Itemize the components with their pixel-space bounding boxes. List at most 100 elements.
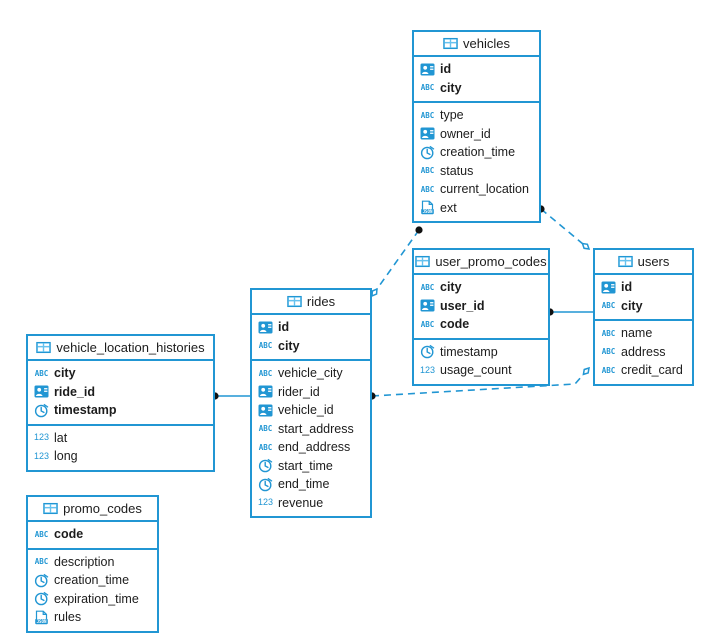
entity-header[interactable]: vehicle_location_histories	[28, 336, 213, 361]
field-label: timestamp	[54, 403, 117, 417]
field-label: rider_id	[278, 384, 320, 399]
entity-title: rides	[306, 294, 336, 309]
entity-title: users	[637, 254, 670, 269]
field-row[interactable]: 123 long	[28, 447, 213, 466]
contact-card-icon	[420, 126, 435, 141]
field-row[interactable]: start_time	[252, 457, 370, 476]
key-field-row[interactable]: id	[252, 318, 370, 337]
field-row[interactable]: owner_id	[414, 125, 539, 144]
entity-title: vehicles	[463, 36, 510, 51]
abc-text-icon: ABC	[420, 184, 435, 194]
field-label: timestamp	[440, 344, 498, 359]
field-label: id	[278, 320, 290, 334]
clock-icon	[34, 573, 49, 588]
key-field-row[interactable]: id	[414, 60, 539, 79]
field-label: address	[621, 344, 666, 359]
field-row[interactable]: rider_id	[252, 383, 370, 402]
clock-icon	[258, 458, 273, 473]
key-field-row[interactable]: id	[595, 278, 692, 297]
field-label: current_location	[440, 182, 529, 196]
field-label: revenue	[278, 495, 324, 510]
field-row[interactable]: end_time	[252, 475, 370, 494]
table-grid-icon	[443, 36, 458, 51]
field-label: credit_card	[621, 363, 683, 377]
table-grid-icon	[617, 254, 633, 269]
field-row[interactable]: JSON ext	[414, 199, 539, 218]
field-label: long	[54, 449, 78, 463]
clock-icon	[420, 344, 435, 359]
key-field-row[interactable]: ride_id	[28, 383, 213, 402]
entity-header[interactable]: users	[595, 250, 692, 275]
table-grid-icon	[287, 294, 302, 309]
abc-text-icon: ABC	[420, 110, 435, 120]
entity-header[interactable]: vehicles	[414, 32, 539, 57]
key-field-row[interactable]: user_id	[414, 297, 548, 316]
relationship-vlh-to-rides[interactable]	[211, 392, 250, 400]
field-row[interactable]: creation_time	[414, 143, 539, 162]
clock-icon	[420, 145, 435, 160]
key-field-row[interactable]: timestamp	[28, 401, 213, 420]
entity-header[interactable]: user_promo_codes	[414, 250, 548, 275]
json-file-icon: JSON	[34, 610, 49, 625]
svg-text:JSON: JSON	[37, 619, 47, 624]
entity-header[interactable]: rides	[252, 290, 370, 315]
field-label: end_time	[278, 477, 330, 491]
svg-text:JSON: JSON	[423, 209, 433, 214]
entity-title: user_promo_codes	[435, 254, 547, 269]
field-label: ride_id	[54, 384, 95, 399]
field-label: start_address	[278, 421, 354, 436]
field-label: lat	[54, 430, 68, 445]
field-label: id	[621, 280, 633, 294]
relationship-vehicles-to-users[interactable]	[537, 205, 591, 250]
field-label: type	[440, 108, 464, 122]
field-label: code	[54, 527, 84, 541]
field-label: ext	[440, 200, 457, 215]
clock-icon	[34, 591, 49, 606]
entity-header[interactable]: promo_codes	[28, 497, 157, 522]
contact-card-icon	[420, 62, 435, 77]
field-label: city	[54, 366, 76, 380]
abc-text-icon: ABC	[601, 301, 616, 311]
field-label: id	[440, 62, 452, 76]
relationship-upc-to-users[interactable]	[546, 308, 593, 316]
relationship-target-diamond	[582, 366, 590, 376]
number-123-icon: 123	[34, 450, 50, 461]
field-row[interactable]: creation_time	[28, 571, 157, 590]
field-label: city	[440, 80, 462, 95]
field-row[interactable]: timestamp	[414, 343, 548, 362]
field-row[interactable]: vehicle_id	[252, 401, 370, 420]
field-row[interactable]: ABC current_location	[414, 180, 539, 199]
field-row[interactable]: expiration_time	[28, 590, 157, 609]
field-row[interactable]: ABC type	[414, 106, 539, 125]
